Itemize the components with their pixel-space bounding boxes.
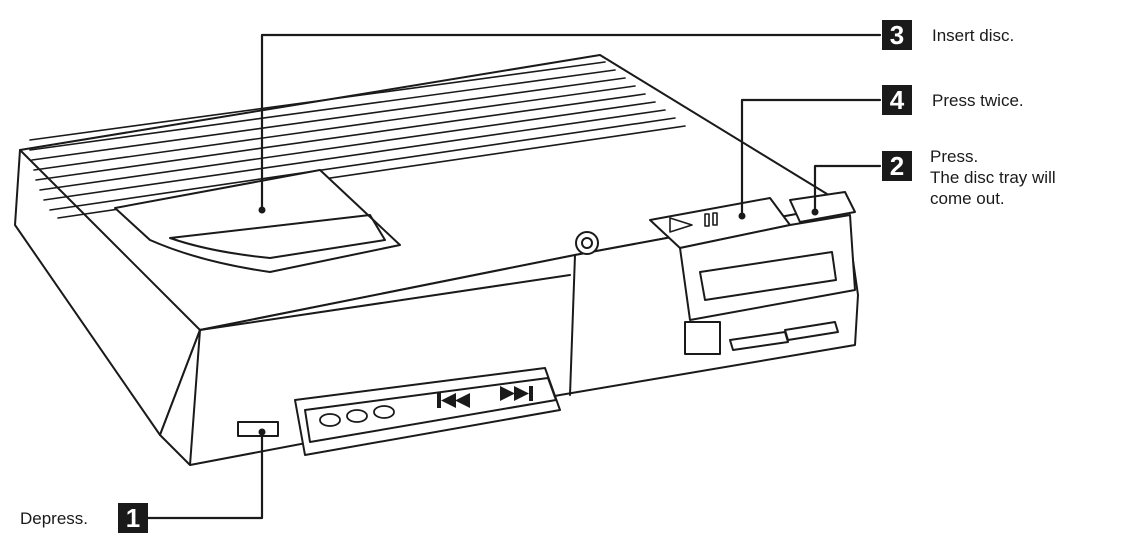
step-2-label: Press. The disc tray will come out. xyxy=(930,146,1056,209)
transport-buttons xyxy=(319,405,395,427)
leader-4 xyxy=(740,98,882,218)
step-2-line-3: come out. xyxy=(930,189,1005,208)
step-2-line-2: The disc tray will xyxy=(930,168,1056,187)
side-square xyxy=(684,321,721,355)
display-inner xyxy=(699,251,837,301)
step-4-label: Press twice. xyxy=(932,91,1024,110)
leader-3 xyxy=(260,33,882,212)
disc-lid xyxy=(114,169,401,273)
leader-1 xyxy=(146,430,264,520)
leader-2 xyxy=(813,164,882,214)
skip-back-icon xyxy=(437,393,470,408)
leader-lines xyxy=(146,33,882,520)
disc-lid-inner xyxy=(169,214,386,259)
play-icon xyxy=(669,217,693,233)
pause-icon xyxy=(704,212,718,227)
step-3-label: Insert disc. xyxy=(932,26,1015,45)
step-4-number: 4 xyxy=(882,85,912,115)
display-window xyxy=(679,214,856,321)
power-button xyxy=(237,421,279,437)
open-close-button xyxy=(789,191,856,223)
step-2-line-1: Press. xyxy=(930,147,979,166)
slot-b xyxy=(784,321,839,341)
disc-spindle-icon xyxy=(575,231,599,255)
step-3-number: 3 xyxy=(882,20,912,50)
step-2-number: 2 xyxy=(882,151,912,181)
step-1-number: 1 xyxy=(118,503,148,533)
step-1-label: Depress. xyxy=(20,509,89,528)
slot-a xyxy=(729,331,789,351)
skip-forward-icon xyxy=(500,386,533,401)
cooling-ribs xyxy=(29,61,686,219)
